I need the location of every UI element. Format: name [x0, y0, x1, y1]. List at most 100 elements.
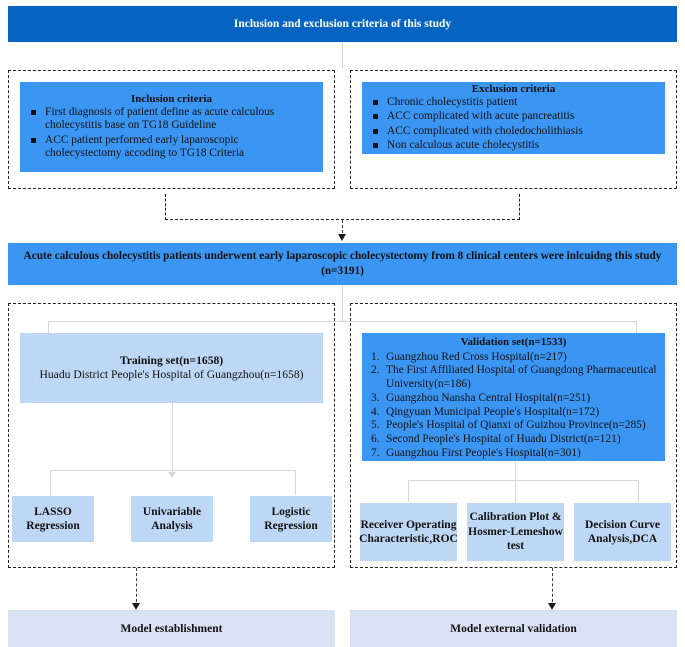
validation-center-7: Guangzhou First People's Hospital(n=301) [386, 446, 581, 459]
validation-center-6: Second People's Hospital of Huadu Distri… [386, 432, 621, 445]
list-item: 2. The First Affiliated Hospital of Guang… [370, 364, 657, 391]
connector-training-to-outcome [136, 568, 137, 607]
method-dca-line1: Decision Curve [584, 518, 661, 531]
list-number: 2. [371, 364, 380, 377]
connector-validation-stem [515, 461, 516, 515]
connector-training-right [295, 470, 296, 495]
list-item: Non calculous acute cholecystitis [372, 139, 655, 152]
method-univariable-line1: Univariable [142, 505, 202, 518]
inclusion-criteria-title: Inclusion criteria [131, 93, 212, 106]
method-logistic-line2: Regression [264, 520, 318, 532]
list-number: 3. [371, 391, 380, 404]
list-item: Chronic cholecystitis patient [372, 96, 655, 109]
method-logistic-line1: Logistic [271, 505, 311, 518]
list-number: 5. [371, 419, 380, 432]
connector-criteria-to-cohort [342, 220, 343, 238]
connector-training-left [50, 470, 51, 495]
outcome-model-external-validation-label: Model external validation [450, 622, 577, 635]
exclusion-criteria-item-2: ACC complicated with acute pancreatitis [387, 110, 575, 123]
connector-training-bracket [50, 470, 295, 471]
arrowhead-training-center [168, 472, 176, 478]
list-number: 1. [371, 350, 380, 363]
cohort-line-1: Acute calculous cholecystitis patients u… [23, 249, 662, 262]
connector-validation-to-outcome [552, 568, 553, 607]
method-box-decision-curve-analysis: Decision Curve Analysis,DCA [574, 503, 671, 561]
square-bullet-icon [31, 110, 36, 116]
square-bullet-icon [31, 137, 36, 143]
method-univariable-line2: Analysis [151, 520, 193, 532]
validation-center-3: Guangzhou Nansha Central Hospital(n=251) [386, 391, 591, 404]
arrowhead-model-establishment [132, 603, 140, 610]
banner-title-box: Inclusion and exclusion criteria of this… [8, 6, 677, 42]
exclusion-criteria-container [350, 70, 677, 189]
connector-branch-right-drop [636, 321, 637, 336]
method-roc-line2: Characteristic,ROC [359, 533, 458, 545]
method-box-roc: Receiver Operating Characteristic,ROC [359, 503, 458, 561]
cohort-box: Acute calculous cholecystitis patients u… [8, 243, 677, 285]
method-box-calibration-hosmer-lemeshow: Calibration Plot & Hosmer-Lemeshow test [467, 503, 564, 561]
banner-title-text: Inclusion and exclusion criteria of this… [233, 18, 452, 30]
method-lasso-line2: Regression [26, 520, 80, 532]
method-box-univariable-analysis: Univariable Analysis [131, 496, 213, 542]
connector-validation-bracket [408, 480, 638, 481]
square-bullet-icon [373, 100, 378, 106]
list-number: 4. [371, 405, 380, 418]
method-dca-line2: Analysis,DCA [587, 533, 658, 545]
list-item: 1. Guangzhou Red Cross Hospital(n=217) [370, 351, 657, 365]
exclusion-criteria-item-3: ACC complicated with choledocholithiasis [387, 124, 583, 137]
method-calibration-line1: Calibration Plot & [469, 511, 562, 524]
connector-branch-bracket [48, 321, 637, 322]
outcome-box-model-establishment: Model establishment [8, 610, 335, 647]
list-item: 7.Guangzhou First People's Hospital(n=30… [370, 447, 657, 461]
list-item: 3. Guangzhou Nansha Central Hospital(n=25… [370, 392, 657, 406]
training-set-box: Training set(n=1658) Huadu District Peop… [20, 333, 323, 403]
method-box-logistic-regression: Logistic Regression [250, 496, 332, 542]
validation-set-title: Validation set(n=1533) [460, 336, 567, 348]
exclusion-criteria-title: Exclusion criteria [471, 83, 556, 96]
validation-centers-list: 1. Guangzhou Red Cross Hospital(n=217) 2.… [366, 351, 661, 461]
list-item: 6. Second People's Hospital of Huadu Dist… [370, 433, 657, 447]
list-item: ACC complicated with acute pancreatitis [372, 110, 655, 123]
cohort-line-2: (n=3191) [321, 265, 364, 277]
validation-center-2: The First Affiliated Hospital of Guangdo… [386, 364, 657, 391]
connector-cohort-down [342, 285, 343, 321]
connector-validation-left [408, 480, 409, 502]
square-bullet-icon [373, 142, 378, 148]
exclusion-criteria-item-1: Chronic cholecystitis patient [387, 96, 518, 109]
square-bullet-icon [373, 128, 378, 134]
inclusion-criteria-box: Inclusion criteria First diagnosis of pa… [20, 82, 323, 172]
method-calibration-line3: test [506, 540, 525, 553]
criteria-merge-bracket [165, 194, 520, 220]
training-branch-container [8, 303, 335, 568]
list-item: 4.Qingyuan Municipal People's Hospital(n… [370, 406, 657, 420]
inclusion-criteria-item-2: ACC patient performed early laparoscopic… [45, 133, 245, 159]
connector-validation-right [638, 480, 639, 502]
method-box-lasso-regression: LASSO Regression [12, 496, 94, 542]
validation-set-box: Validation set(n=1533) 1. Guangzhou Red C… [362, 333, 665, 461]
list-item: 5. People's Hospital of Qianxi of Guizhou… [370, 419, 657, 433]
validation-branch-container [350, 303, 677, 568]
training-set-title: Training set(n=1658) [119, 353, 224, 367]
training-set-detail: Huadu District People's Hospital of Guan… [39, 368, 304, 381]
arrowhead-criteria-to-cohort [338, 234, 346, 241]
inclusion-criteria-container [8, 70, 335, 189]
method-lasso-line1: LASSO [34, 505, 72, 518]
connector-training-stem [172, 403, 173, 475]
arrowhead-model-external-validation [548, 603, 556, 610]
exclusion-criteria-list: Chronic cholecystitis patient ACC compli… [366, 96, 661, 153]
list-item: ACC complicated with choledocholithiasis [372, 125, 655, 138]
connector-branch-left-drop [48, 321, 49, 336]
outcome-box-model-external-validation: Model external validation [350, 610, 677, 647]
inclusion-criteria-list: First diagnosis of patient define as acu… [24, 106, 319, 161]
validation-center-5: People's Hospital of Qianxi of Guizhou P… [386, 419, 646, 432]
outcome-model-establishment-label: Model establishment [120, 622, 223, 635]
list-number: 6. [371, 432, 380, 445]
validation-center-1: Guangzhou Red Cross Hospital(n=217) [386, 350, 567, 363]
exclusion-criteria-item-4: Non calculous acute cholecystitis [387, 138, 540, 151]
method-calibration-line2: Hosmer-Lemeshow [468, 525, 563, 538]
list-item: First diagnosis of patient define as acu… [30, 106, 313, 132]
inclusion-criteria-item-1: First diagnosis of patient define as acu… [45, 106, 275, 132]
connector-banner-down [342, 42, 343, 68]
list-item: ACC patient performed early laparoscopic… [30, 134, 313, 160]
